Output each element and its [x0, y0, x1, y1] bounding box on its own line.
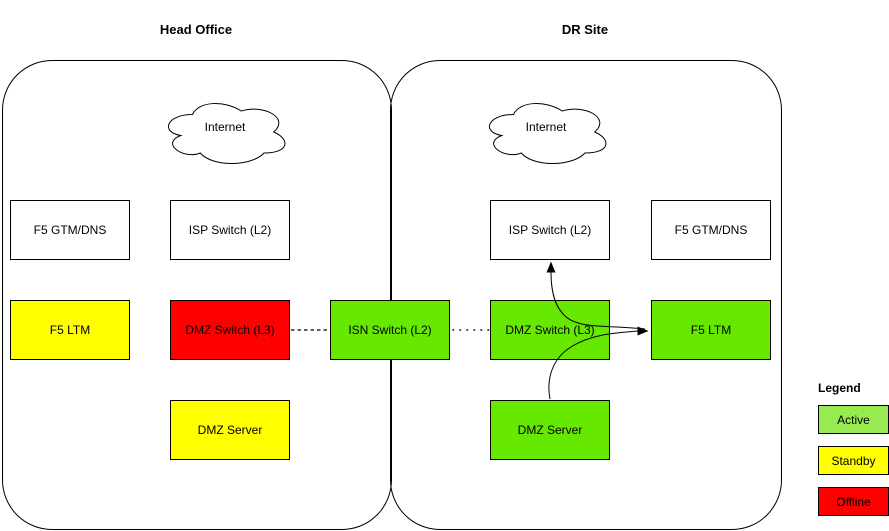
dr-site-container [390, 60, 782, 530]
head-office-container [2, 60, 392, 530]
legend-item-standby: Standby [818, 446, 889, 475]
dr-site-title: DR Site [561, 22, 609, 37]
legend-item-active: Active [818, 405, 889, 434]
node-dmz-server-dr-site: DMZ Server [490, 400, 610, 460]
node-dmz-switch-dr-site: DMZ Switch (L3) [490, 300, 610, 360]
node-dmz-server-head-office: DMZ Server [170, 400, 290, 460]
node-isp-switch-head-office: ISP Switch (L2) [170, 200, 290, 260]
node-f5-ltm-dr-site: F5 LTM [651, 300, 771, 360]
node-f5-gtm-dns-dr-site: F5 GTM/DNS [651, 200, 771, 260]
legend-item-offline: Offline [818, 487, 889, 516]
node-f5-gtm-dns-head-office: F5 GTM/DNS [10, 200, 130, 260]
node-isn-switch: ISN Switch (L2) [330, 300, 450, 360]
node-dmz-switch-head-office: DMZ Switch (L3) [170, 300, 290, 360]
legend-title: Legend [818, 381, 861, 395]
head-office-title: Head Office [159, 22, 233, 37]
node-f5-ltm-head-office: F5 LTM [10, 300, 130, 360]
node-isp-switch-dr-site: ISP Switch (L2) [490, 200, 610, 260]
